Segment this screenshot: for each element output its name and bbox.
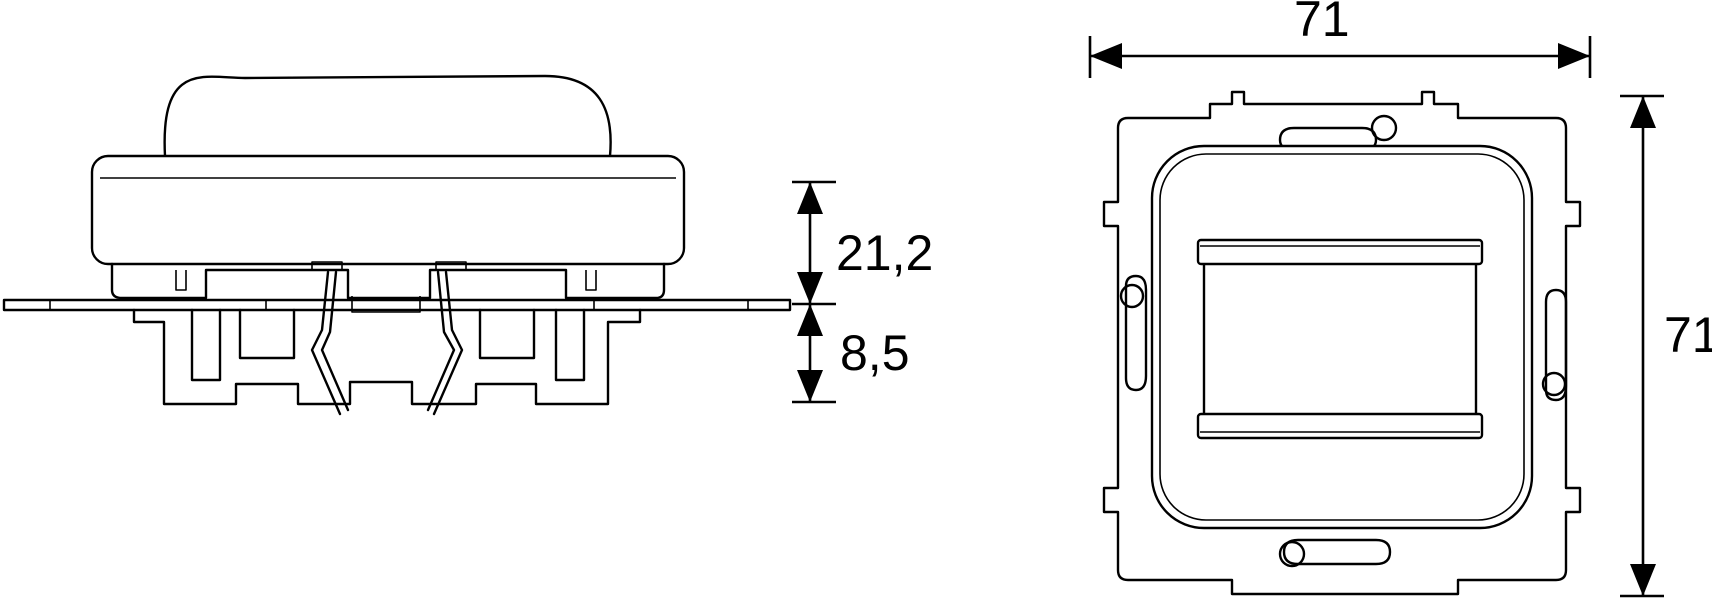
arrow-up [797, 304, 823, 336]
right-screw-hole [1541, 371, 1567, 397]
bottom-slot [1282, 538, 1392, 566]
left-slot [1124, 274, 1148, 392]
arrow-left [1090, 43, 1122, 69]
side-view: 21,2 8,5 [2, 74, 933, 416]
dim-label-lower: 8,5 [840, 325, 910, 381]
dim-label-width: 71 [1294, 0, 1350, 47]
mounting-frame [1102, 90, 1582, 596]
dim-label-upper: 21,2 [836, 225, 933, 281]
bottom-screw-hole [1278, 540, 1306, 568]
insert-top-bar [1196, 238, 1484, 266]
terminal-left [190, 308, 222, 382]
terminal-block-left [238, 308, 296, 360]
spring-clip-right [426, 270, 464, 416]
arrow-down [797, 370, 823, 402]
arrow-up [797, 182, 823, 214]
dim-label-height: 71 [1664, 307, 1712, 363]
cover-body [90, 154, 686, 266]
terminal-block-right [478, 308, 536, 360]
insert-body [132, 308, 642, 406]
spring-top-left [311, 261, 343, 271]
spring-clip-left [310, 270, 350, 416]
arrow-down [1630, 564, 1656, 596]
mounting-plate [2, 298, 792, 312]
center-connector [351, 296, 421, 313]
front-view: 71 71 [1088, 0, 1712, 598]
dome-cap [163, 74, 612, 158]
housing-clip-right [585, 270, 597, 291]
top-screw-hole [1370, 114, 1398, 142]
insert-bottom-bar [1196, 412, 1484, 440]
arrow-down [797, 272, 823, 304]
left-screw-hole [1119, 283, 1145, 309]
arrow-up [1630, 96, 1656, 128]
housing-band [110, 262, 666, 300]
terminal-right [554, 308, 586, 382]
cover-inner-edge [1159, 153, 1525, 521]
right-slot [1544, 288, 1568, 402]
housing-clip-left [175, 270, 187, 291]
arrow-right [1558, 43, 1590, 69]
spring-top-right [435, 261, 467, 271]
